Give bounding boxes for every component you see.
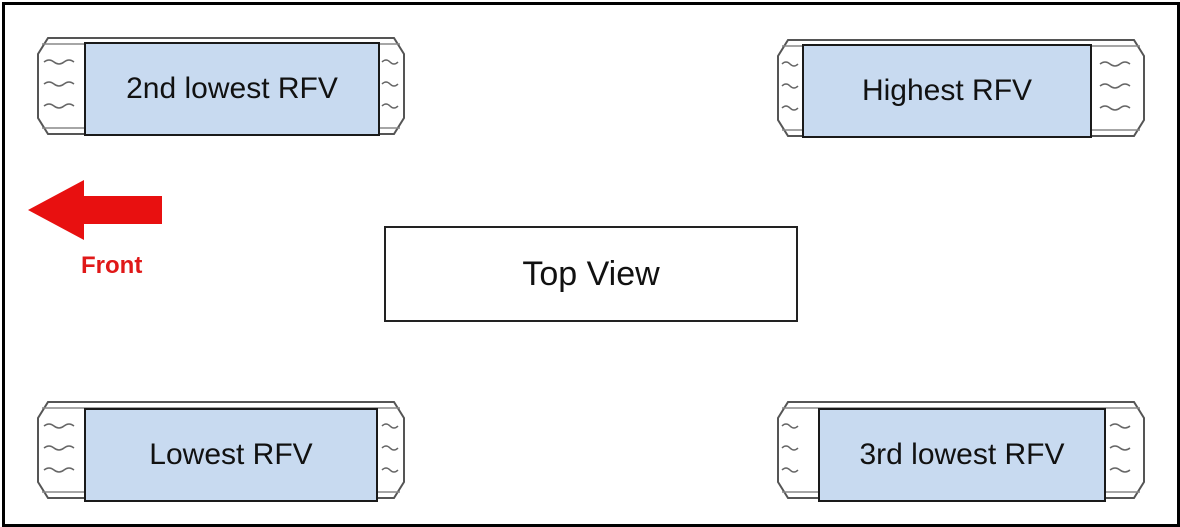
front-direction-label: Front	[81, 252, 143, 279]
left-arrow-icon	[28, 180, 162, 240]
tire-rear-right: 3rd lowest RFV	[777, 396, 1145, 504]
tire-label: 2nd lowest RFV	[84, 42, 380, 136]
top-view-label: Top View	[384, 226, 798, 322]
tire-front-right: Lowest RFV	[37, 396, 405, 504]
tire-label: Highest RFV	[802, 44, 1092, 138]
tire-label: Lowest RFV	[84, 408, 378, 502]
tire-rear-left: Highest RFV	[777, 34, 1145, 142]
tire-label: 3rd lowest RFV	[818, 408, 1106, 502]
tire-front-left: 2nd lowest RFV	[37, 32, 405, 140]
